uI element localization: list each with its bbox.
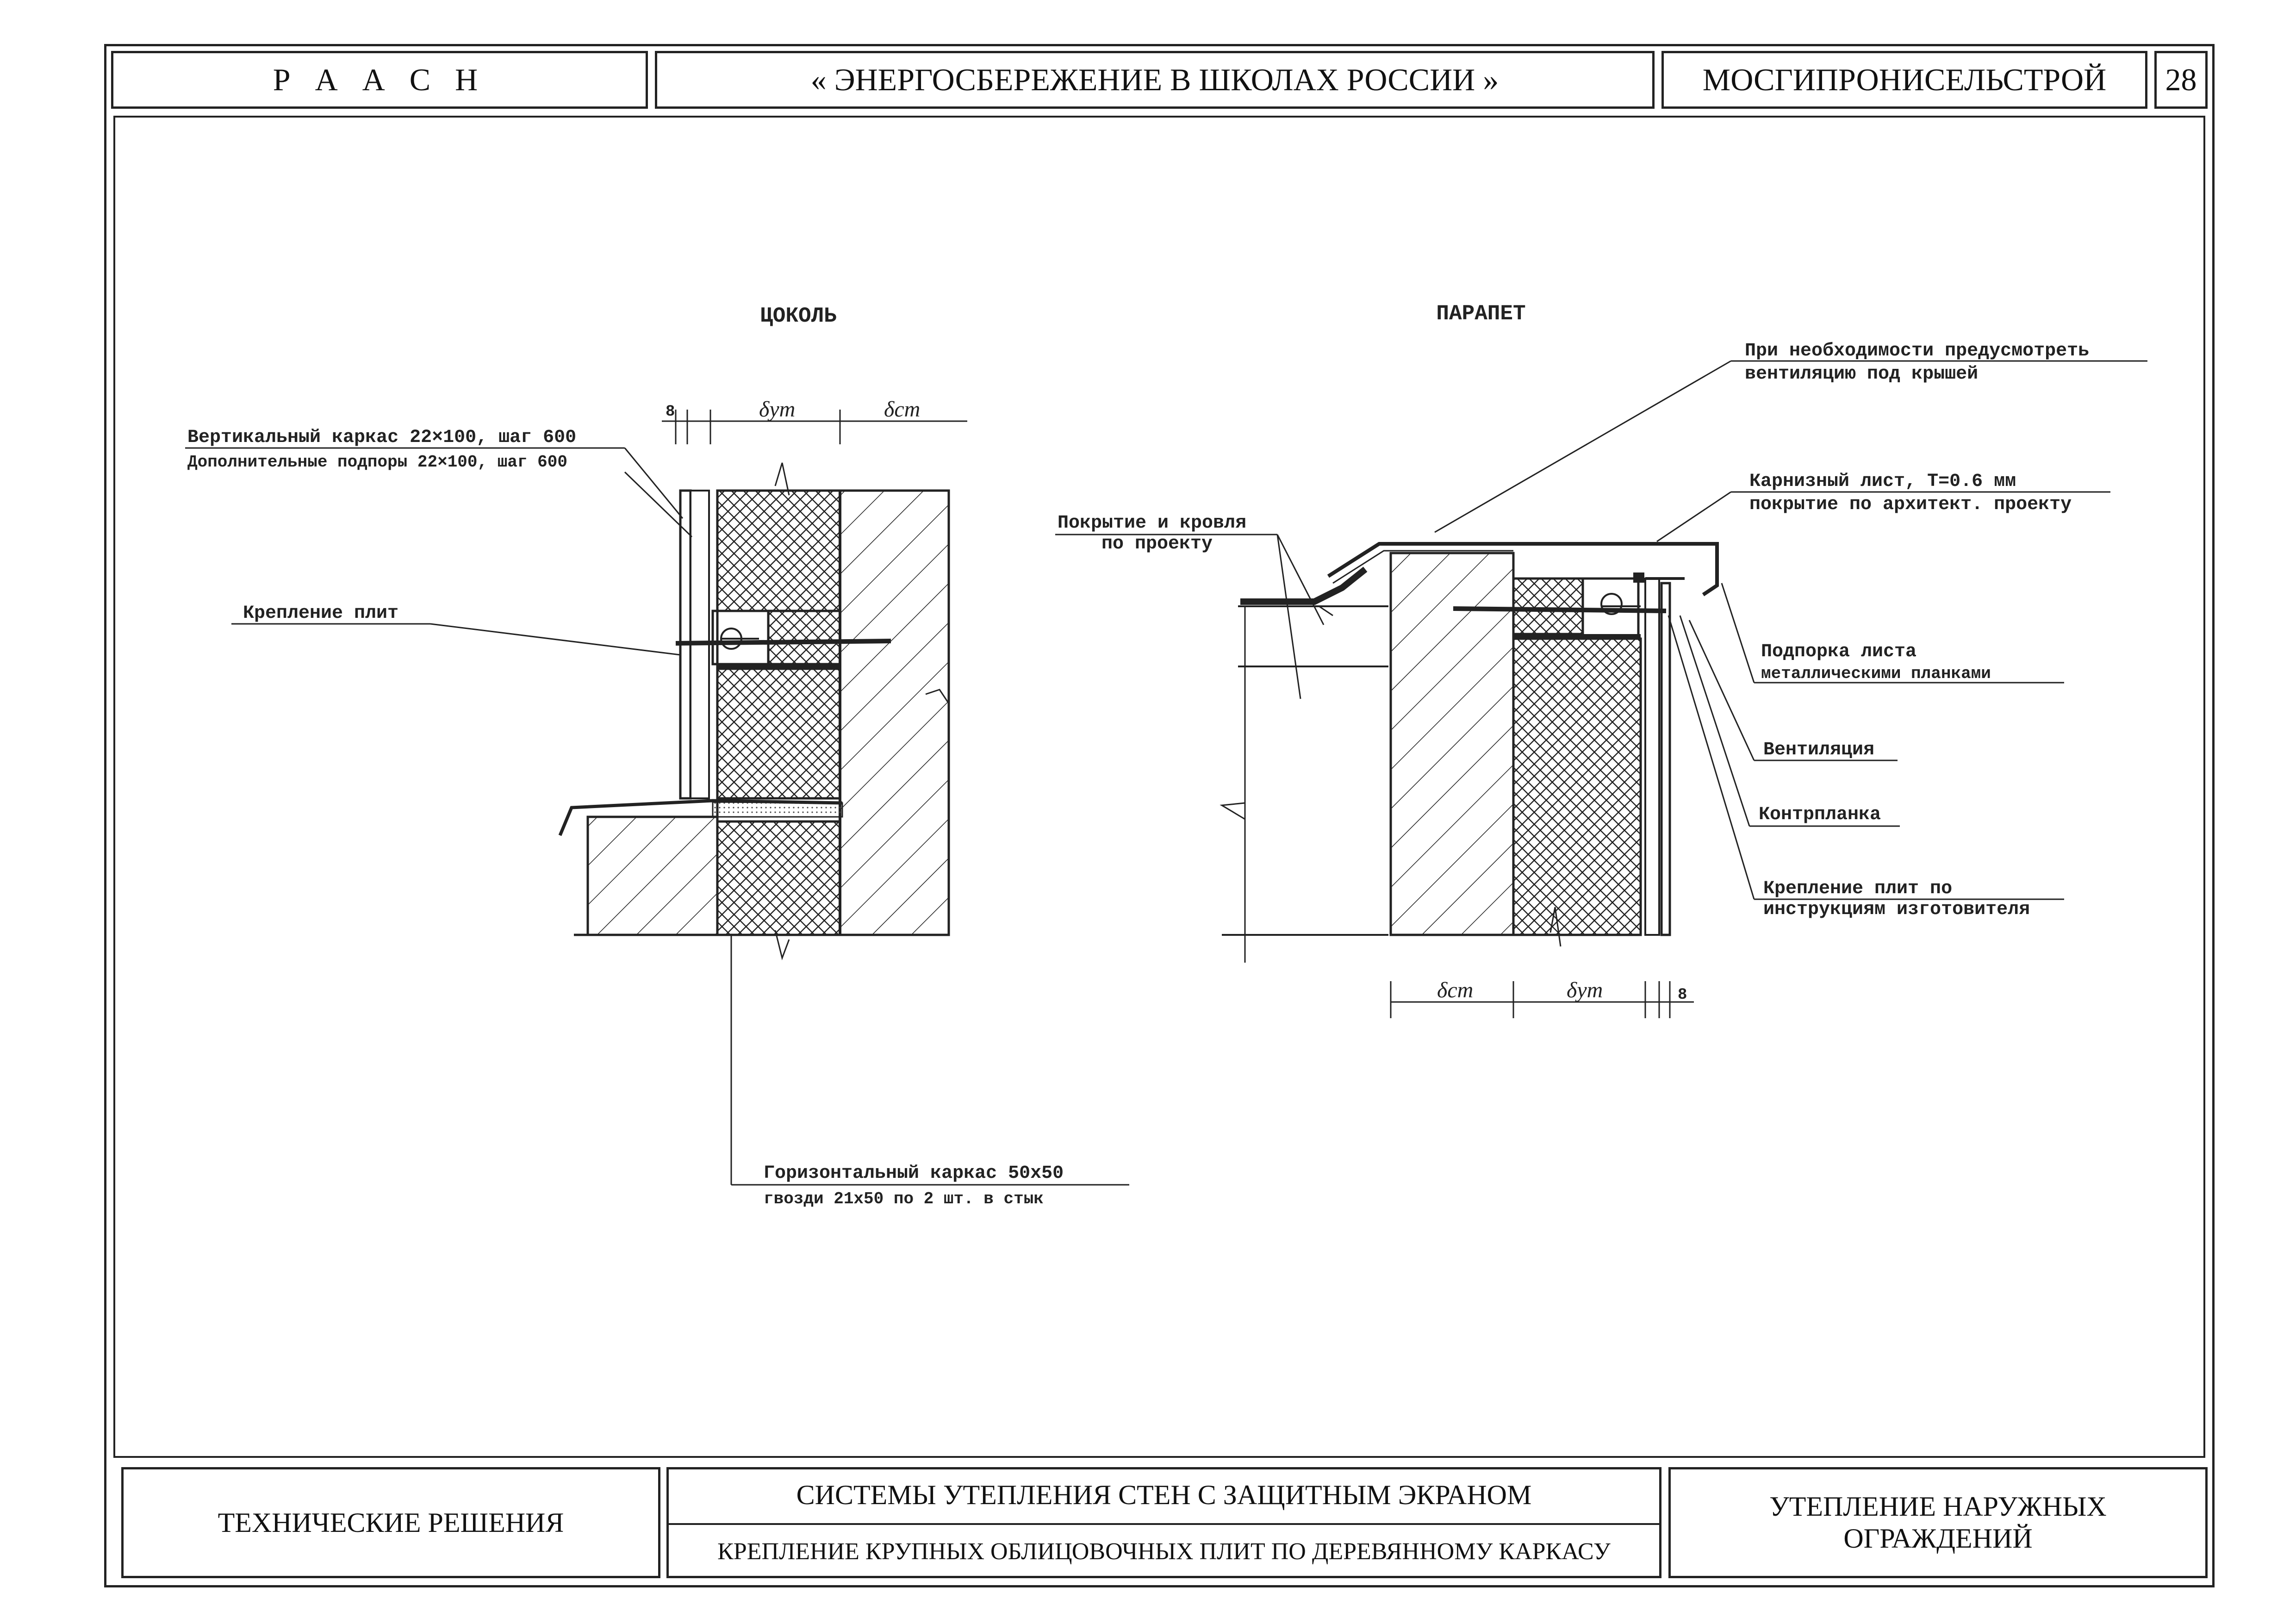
header-title: « ЭНЕРГОСБЕРЕЖЕНИЕ В ШКОЛАХ РОССИИ » [655, 51, 1655, 109]
parapet-horizontal-frame [1581, 577, 1640, 638]
plinth-base-block [586, 815, 719, 936]
parapet-wall [1389, 552, 1515, 936]
footer-subtitle: КРЕПЛЕНИЕ КРУПНЫХ ОБЛИЦОВОЧНЫХ ПЛИТ ПО Д… [717, 1538, 1611, 1565]
parapet-dim-8: 8 [1678, 986, 1687, 1004]
plinth-label-nails: гвозди 21х50 по 2 шт. в стык [764, 1189, 1044, 1208]
header-org-left: Р А А С Н [111, 51, 648, 109]
plinth-dim-st: δст [884, 397, 920, 422]
parapet-detail: ПАРАПЕТ [1055, 302, 2147, 1018]
parapet-label-cornice: Карнизный лист, Т=0.6 мм [1749, 471, 2016, 492]
plinth-insulation-base [716, 820, 841, 936]
parapet-facing-panel [1660, 582, 1671, 936]
parapet-label-vent-under-roof-2: вентиляцию под крышей [1745, 364, 1978, 385]
plinth-detail: ЦОКОЛЬ 8 δу [185, 304, 1129, 1208]
parapet-label-sheet-support: Подпорка листа [1761, 641, 1916, 662]
plinth-insulation-top [716, 489, 841, 612]
plinth-insulation-mid [767, 610, 841, 666]
parapet-label-cornice-2: покрытие по архитект. проекту [1749, 494, 2072, 515]
parapet-label-vent-under-roof: При необходимости предусмотреть [1745, 341, 2089, 361]
parapet-label-sheet-support-2: металлическими планками [1761, 664, 1991, 683]
parapet-nail-head [1600, 593, 1623, 615]
parapet-insulation [1512, 637, 1642, 936]
parapet-label-roofing: Покрытие и кровля [1058, 513, 1246, 534]
plinth-label-vertical-frame: Вертикальный каркас 22×100, шаг 600 [187, 427, 576, 448]
plinth-dim-8: 8 [666, 403, 675, 421]
parapet-dim-st: δст [1437, 978, 1473, 1002]
plinth-dim-ut: δут [759, 397, 795, 422]
parapet-label-counter-batten: Контрпланка [1759, 804, 1881, 825]
parapet-vertical-batten [1644, 578, 1660, 936]
footer-system-title: СИСТЕМЫ УТЕПЛЕНИЯ СТЕН С ЗАЩИТНЫМ ЭКРАНО… [666, 1467, 1661, 1525]
plinth-mortar-bed [712, 801, 843, 818]
footer-center [666, 1467, 1661, 1578]
page-number: 28 [2154, 51, 2208, 109]
parapet-roofing [1240, 566, 1368, 605]
plinth-label-supports: Дополнительные подпоры 22×100, шаг 600 [187, 453, 567, 472]
parapet-label-fixing: Крепление плит по [1763, 878, 1952, 899]
plinth-title: ЦОКОЛЬ [760, 304, 837, 328]
footer-category: УТЕПЛЕНИЕ НАРУЖНЫХ ОГРАЖДЕНИЙ [1668, 1467, 2208, 1578]
parapet-cornice-sheet [1327, 542, 1719, 597]
plinth-label-horizontal-frame: Горизонтальный каркас 50х50 [764, 1163, 1064, 1184]
header-org-right: МОСГИПРОНИСЕЛЬСТРОЙ [1661, 51, 2147, 109]
parapet-fixing-bolt [1453, 606, 1667, 613]
drawing-frame [113, 116, 2205, 1458]
parapet-label-fixing-2: инструкциям изготовителя [1763, 899, 2030, 920]
plinth-label-fixing: Крепление плит [243, 603, 398, 624]
parapet-dim-ut: δут [1567, 978, 1603, 1002]
plinth-fixing-bolt [675, 639, 891, 646]
footer-section: ТЕХНИЧЕСКИЕ РЕШЕНИЯ [121, 1467, 660, 1578]
plinth-wall [839, 489, 950, 936]
parapet-label-ventilation: Вентиляция [1763, 740, 1874, 760]
parapet-insulation-top [1512, 577, 1584, 635]
plinth-insulation-low [716, 667, 841, 800]
parapet-title: ПАРАПЕТ [1436, 302, 1525, 326]
outer-frame [104, 44, 2215, 1587]
parapet-label-roofing-2: по проекту [1101, 534, 1213, 554]
footer-category-line-2: ОГРАЖДЕНИЙ [1843, 1523, 2033, 1554]
footer-category-line-1: УТЕПЛЕНИЕ НАРУЖНЫХ [1769, 1491, 2107, 1522]
